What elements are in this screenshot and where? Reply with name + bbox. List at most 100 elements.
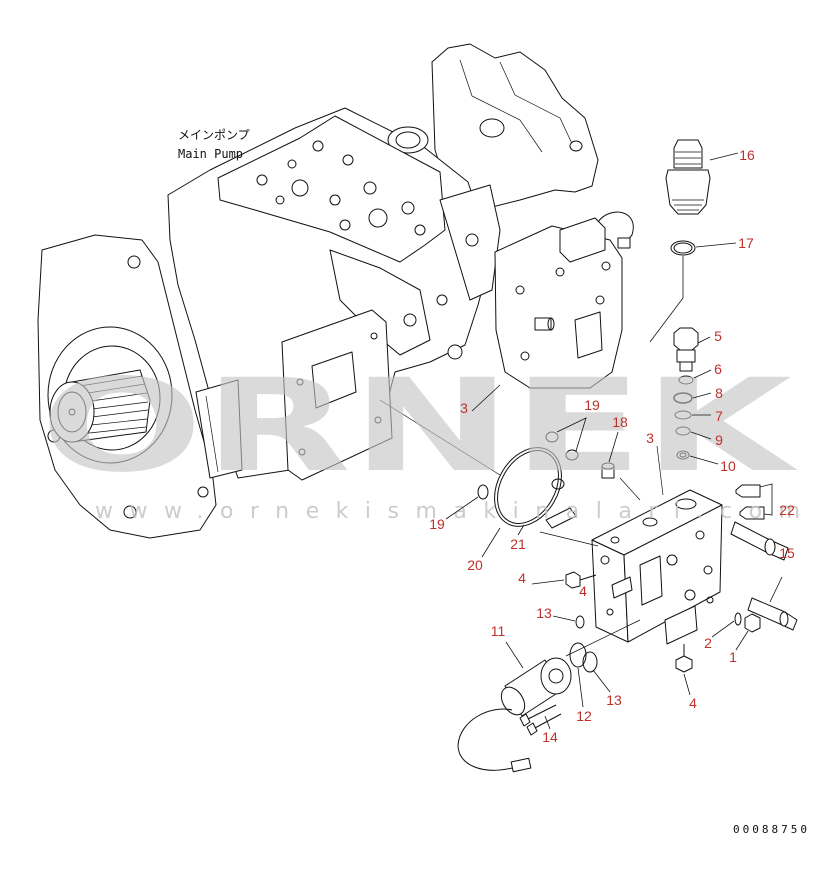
cover-plate-edge bbox=[205, 395, 219, 473]
bolt-hole bbox=[363, 181, 377, 195]
relief-valve-16 bbox=[665, 139, 711, 215]
leader-14 bbox=[544, 715, 551, 730]
callout-3-right: 3 bbox=[646, 430, 654, 446]
spline-tooth bbox=[79, 426, 147, 435]
callout-15: 15 bbox=[779, 545, 795, 561]
leader-10 bbox=[689, 455, 719, 465]
block-hole bbox=[600, 555, 610, 565]
solenoid-connector bbox=[510, 757, 532, 773]
bolt-hole bbox=[275, 195, 285, 205]
watermark-brand: ORNEK bbox=[40, 352, 799, 501]
bolt-14-head bbox=[519, 713, 531, 727]
port-boss bbox=[479, 118, 505, 138]
pin-18-top bbox=[601, 462, 615, 470]
callout-9: 9 bbox=[715, 432, 723, 448]
bolt-4-head bbox=[675, 655, 693, 673]
fitting-15-lower-hex bbox=[779, 611, 789, 627]
bolt-hole bbox=[287, 159, 297, 169]
drawing-number: 00088750 bbox=[733, 823, 810, 836]
relief-valve-body bbox=[665, 169, 711, 215]
fitting-22 bbox=[739, 506, 765, 520]
ring-10 bbox=[676, 450, 690, 460]
spline-tooth bbox=[83, 401, 149, 411]
bolt-hole bbox=[401, 201, 415, 215]
callout-11: 11 bbox=[491, 623, 506, 639]
leader-19-left bbox=[445, 496, 479, 520]
port-hole bbox=[447, 344, 463, 360]
block-hole bbox=[703, 565, 713, 575]
leader-20 bbox=[481, 527, 501, 558]
callout-2: 2 bbox=[704, 635, 712, 651]
valve-5 bbox=[673, 327, 699, 372]
o-ring-19 bbox=[565, 449, 579, 461]
o-ring-17 bbox=[670, 240, 696, 256]
bolt-hole bbox=[339, 219, 351, 231]
leader-16 bbox=[709, 152, 739, 161]
component-label-en: Main Pump bbox=[178, 147, 243, 161]
assembly-line bbox=[565, 619, 641, 657]
block-hole bbox=[684, 589, 696, 601]
leader-15 bbox=[769, 576, 783, 603]
leader-13-upper bbox=[552, 615, 576, 622]
bolt-14-shank bbox=[525, 704, 557, 721]
solenoid-back bbox=[500, 686, 526, 716]
block-right-face bbox=[623, 504, 723, 643]
manifold-block bbox=[591, 489, 723, 645]
block-port bbox=[610, 536, 620, 544]
callout-7: 7 bbox=[715, 408, 723, 424]
port-block bbox=[329, 249, 431, 356]
bolt-hole bbox=[368, 208, 388, 228]
solenoid-face bbox=[540, 657, 572, 695]
block-hole bbox=[666, 554, 678, 566]
watermark: ORNEK www.ornekismakinalari.com bbox=[40, 352, 800, 524]
side-plate-hole bbox=[296, 378, 304, 386]
shaft-splines bbox=[79, 375, 149, 435]
fitting-22 bbox=[735, 484, 761, 498]
spline-tooth bbox=[81, 418, 148, 427]
leader-22 bbox=[759, 483, 773, 516]
callout-4-bottom: 4 bbox=[689, 695, 697, 711]
shaft-center bbox=[68, 408, 76, 416]
delivery-port bbox=[387, 126, 429, 154]
callout-21: 21 bbox=[510, 536, 526, 552]
bolt-hole bbox=[291, 179, 309, 197]
spline-tooth bbox=[83, 392, 148, 403]
bolt-4-head bbox=[565, 571, 581, 589]
top-plate-holes bbox=[256, 140, 426, 236]
side-plate-hole bbox=[370, 332, 378, 340]
servo-hole bbox=[515, 285, 525, 295]
plug-1 bbox=[744, 613, 761, 633]
callout-19-left: 19 bbox=[429, 516, 445, 532]
servo-cable bbox=[597, 211, 634, 243]
assembly-line bbox=[379, 399, 501, 476]
exploded-parts bbox=[379, 139, 798, 773]
rear-housing-ridge bbox=[499, 61, 576, 151]
callout-6: 6 bbox=[714, 361, 722, 377]
servo-connector bbox=[617, 237, 631, 249]
block-port bbox=[675, 498, 697, 510]
port-boss bbox=[569, 140, 583, 152]
assembly-line bbox=[649, 256, 684, 343]
bolt-hole bbox=[342, 154, 354, 166]
shaft-end-inner bbox=[57, 391, 87, 433]
leader-12 bbox=[577, 667, 584, 708]
o-ring-12 bbox=[569, 642, 587, 668]
component-label-jp: メインポンプ bbox=[178, 128, 250, 142]
o-ring-21-inner bbox=[497, 450, 559, 524]
callout-5: 5 bbox=[714, 328, 722, 344]
flange-bolt-hole bbox=[127, 255, 141, 269]
spline-tooth bbox=[83, 409, 149, 419]
callout-17: 17 bbox=[738, 235, 754, 251]
bolt-hole bbox=[256, 174, 268, 186]
callout-19-right: 19 bbox=[584, 397, 600, 413]
side-plate-window bbox=[311, 351, 357, 409]
callouts: 16 17 5 6 8 7 9 10 19 18 3 3 22 15 19 21… bbox=[429, 147, 795, 745]
pin bbox=[545, 507, 577, 529]
callout-10: 10 bbox=[720, 458, 736, 474]
block-bracket bbox=[664, 605, 698, 645]
assembly-line bbox=[656, 445, 664, 496]
o-ring-21 bbox=[494, 447, 562, 527]
assembly-line bbox=[539, 531, 599, 547]
o-ring-17-inner bbox=[673, 242, 693, 254]
